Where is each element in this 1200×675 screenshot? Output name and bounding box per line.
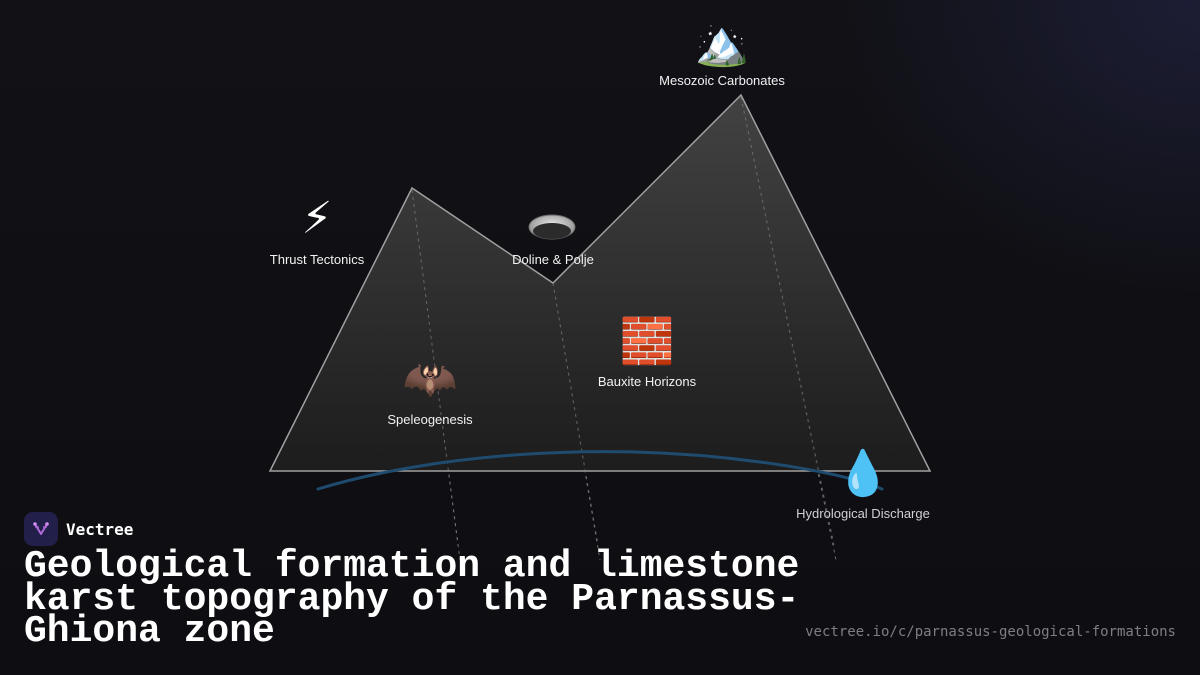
mountain-silhouette bbox=[268, 93, 932, 472]
page-title: Geological formation and limestone karst… bbox=[24, 545, 800, 653]
water-drop-icon: 💧 bbox=[835, 448, 891, 499]
bat-icon: 🦇 bbox=[402, 354, 458, 405]
source-url[interactable]: vectree.io/c/parnassus-geological-format… bbox=[805, 624, 1176, 640]
lightning-icon: ⚡ bbox=[301, 193, 333, 244]
groundwater-flow-curve bbox=[316, 450, 884, 491]
brand[interactable]: Vectree bbox=[24, 512, 133, 546]
vectree-logo-icon bbox=[24, 512, 58, 546]
node-label-speleo: Speleogenesis bbox=[387, 412, 473, 427]
node-label-hydro: Hydrological Discharge bbox=[796, 506, 930, 521]
brand-name: Vectree bbox=[66, 519, 134, 539]
node-label-doline: Doline & Polje bbox=[512, 252, 594, 267]
node-label-bauxite: Bauxite Horizons bbox=[597, 374, 697, 389]
node-label-mesozoic: Mesozoic Carbonates bbox=[659, 73, 785, 88]
node-label-thrust: Thrust Tectonics bbox=[269, 252, 365, 267]
mountain-icon: 🏔️ bbox=[694, 18, 750, 69]
sinkhole-icon bbox=[528, 214, 576, 240]
strata-line-2-overlay bbox=[552, 282, 599, 546]
brick-icon: 🧱 bbox=[619, 316, 675, 367]
